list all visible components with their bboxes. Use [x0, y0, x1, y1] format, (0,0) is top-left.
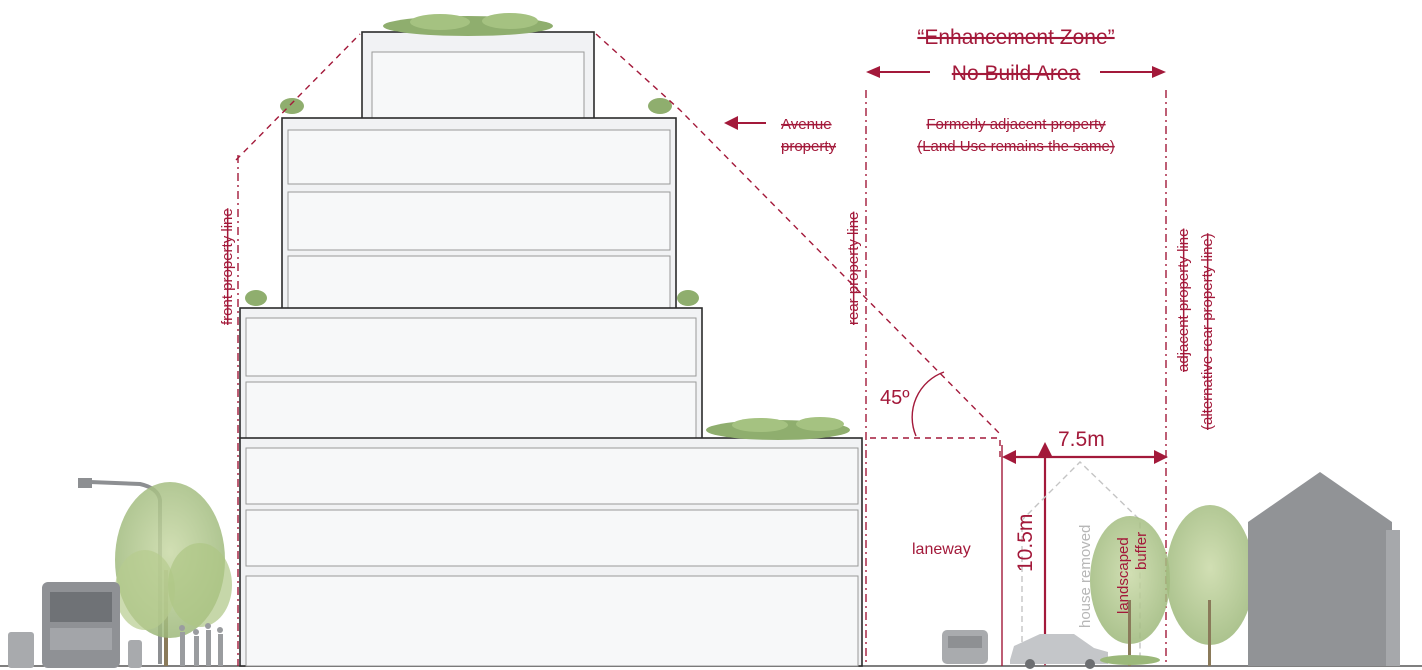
cars [942, 630, 1108, 669]
depth-dimension [1001, 445, 1168, 666]
alternative-rear-property-line-label: (alternative rear property line) [1199, 233, 1216, 430]
angle-label: 45º [880, 387, 910, 409]
avenue-label-line2: property [781, 138, 837, 155]
truck-front [8, 582, 142, 668]
formerly-label-line2: (Land Use remains the same) [917, 138, 1115, 155]
zone-subtitle: No Build Area [952, 62, 1081, 85]
height-dimension [1038, 442, 1052, 666]
adjacent-property-line-label: adjacent property line [1175, 229, 1192, 372]
angle-arc [911, 371, 945, 437]
neighbour-house [1248, 472, 1400, 666]
buffer-label: buffer [1133, 532, 1150, 570]
green-roofs [245, 13, 850, 440]
house-removed-label: house removed [1077, 525, 1094, 628]
zone-title: “Enhancement Zone” [917, 26, 1114, 49]
building [239, 31, 863, 667]
formerly-label-line1: Formerly adjacent property [926, 116, 1106, 133]
pedestrians [179, 623, 223, 666]
front-property-line-label: front property line [219, 208, 236, 325]
rear-property-line-label: rear property line [845, 212, 862, 325]
tree-left [115, 482, 232, 666]
zone-arrows [724, 66, 1166, 130]
buffer-trees [1090, 505, 1254, 666]
laneway-label: laneway [912, 541, 971, 558]
landscaped-label: landscaped [1115, 537, 1132, 614]
depth-label: 7.5m [1058, 428, 1105, 451]
angular-plane [235, 33, 1001, 460]
avenue-label-line1: Avenue [781, 116, 832, 133]
height-label: 10.5m [1014, 514, 1037, 572]
